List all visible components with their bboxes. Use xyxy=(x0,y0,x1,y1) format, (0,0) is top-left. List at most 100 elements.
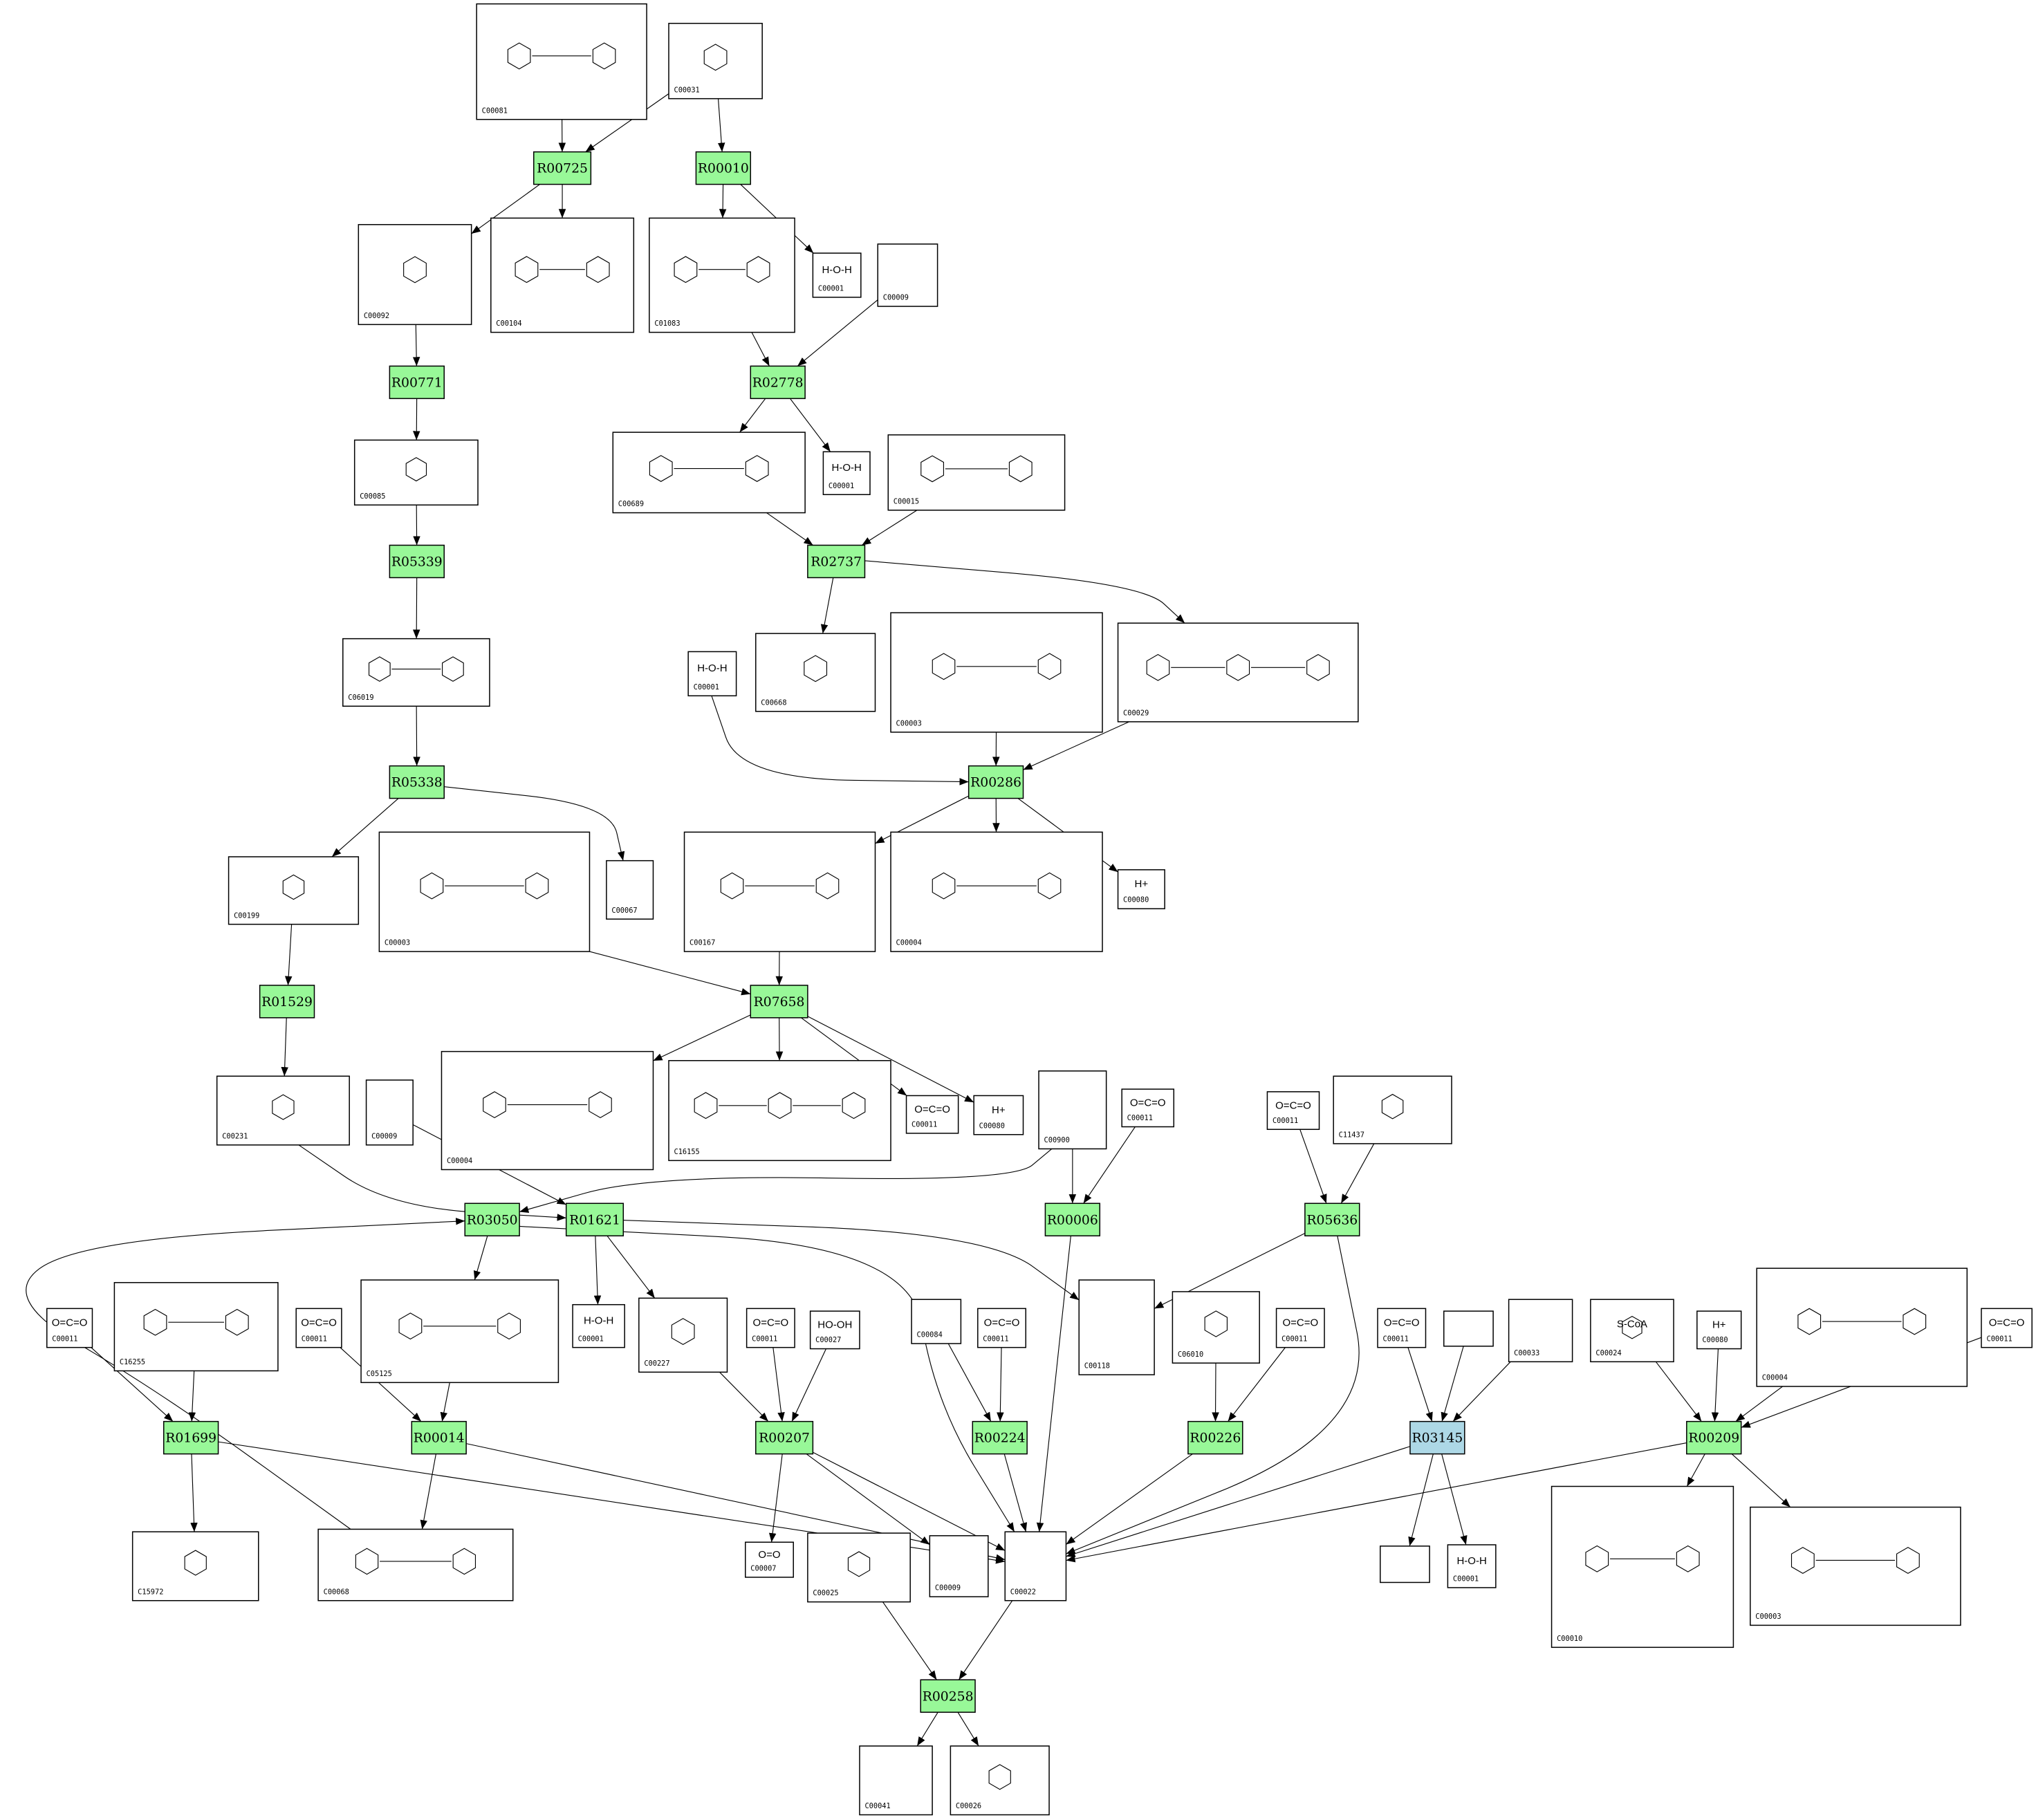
compound-formula: O=C=O xyxy=(753,1317,789,1329)
compound-node[interactable]: C00668 xyxy=(755,633,876,712)
compound-node[interactable]: C06019 xyxy=(342,638,490,707)
compound-id: C00011 xyxy=(1127,1114,1153,1122)
compound-node[interactable]: C11437 xyxy=(1333,1075,1452,1144)
compound-node[interactable]: H+C00080 xyxy=(1117,869,1165,909)
compound-node[interactable]: C00003 xyxy=(1750,1506,1961,1626)
compound-node[interactable]: C00004 xyxy=(441,1050,654,1171)
compound-node[interactable]: C00026 xyxy=(950,1745,1050,1816)
compound-node[interactable]: C00009 xyxy=(929,1535,989,1597)
compound-node[interactable]: C00004 xyxy=(890,831,1103,952)
compound-node[interactable]: C00092 xyxy=(358,224,472,326)
edge-R00207-to-C00022 xyxy=(813,1451,1006,1551)
reaction-node[interactable]: R00258 xyxy=(920,1679,976,1713)
reaction-node[interactable]: R00207 xyxy=(755,1420,814,1455)
reaction-node[interactable]: R01699 xyxy=(163,1420,219,1455)
compound-id: C00001 xyxy=(818,285,844,293)
compound-node[interactable]: C00022 xyxy=(1004,1531,1067,1601)
compound-node[interactable]: C00025 xyxy=(807,1532,911,1603)
compound-node[interactable]: C00031 xyxy=(668,23,763,100)
compound-id: C00067 xyxy=(611,907,637,915)
compound-node[interactable]: C00104 xyxy=(490,217,635,333)
compound-node[interactable]: C00067 xyxy=(606,860,654,920)
compound-node[interactable]: C01083 xyxy=(649,217,795,333)
compound-node[interactable]: C00167 xyxy=(683,831,876,952)
compound-node[interactable]: C00033 xyxy=(1508,1299,1573,1363)
compound-id: C00007 xyxy=(750,1565,776,1573)
compound-node[interactable]: C16255 xyxy=(113,1282,279,1372)
reaction-node[interactable]: R00771 xyxy=(389,365,445,400)
compound-node[interactable]: C00015 xyxy=(887,434,1066,511)
compound-node[interactable]: C00689 xyxy=(612,431,806,514)
reaction-node[interactable]: R00014 xyxy=(411,1420,467,1455)
reaction-node[interactable]: R02778 xyxy=(750,365,806,400)
reaction-node[interactable]: R00286 xyxy=(968,765,1024,799)
edge-C00900-to-R03050 xyxy=(519,1148,1053,1213)
compound-node[interactable]: C00084 xyxy=(911,1299,962,1344)
compound-node[interactable]: C00003 xyxy=(890,612,1103,733)
compound-node[interactable]: H+C00080 xyxy=(1696,1310,1742,1350)
edge-R07658-to-C00080b xyxy=(807,1016,974,1103)
reaction-node[interactable]: R01621 xyxy=(565,1202,624,1236)
compound-node[interactable]: C16155 xyxy=(668,1060,891,1162)
reaction-node[interactable]: R03050 xyxy=(464,1202,520,1236)
compound-node[interactable]: C00900 xyxy=(1038,1070,1107,1150)
reaction-node[interactable]: R00006 xyxy=(1044,1202,1101,1236)
compound-node[interactable]: C00029 xyxy=(1117,622,1359,723)
reaction-node[interactable]: R00224 xyxy=(972,1420,1028,1455)
compound-node[interactable]: C00010 xyxy=(1551,1485,1734,1649)
compound-id: C00011 xyxy=(52,1335,77,1343)
reaction-node[interactable]: R01529 xyxy=(259,985,315,1019)
compound-node[interactable]: C00118 xyxy=(1078,1279,1155,1375)
compound-node[interactable]: C00009 xyxy=(365,1079,414,1146)
compound-node[interactable]: C00009 xyxy=(877,243,938,307)
compound-node[interactable] xyxy=(1443,1310,1494,1347)
compound-node[interactable]: C00041 xyxy=(859,1745,933,1816)
reaction-node[interactable]: R03145 xyxy=(1409,1420,1465,1455)
compound-box xyxy=(1004,1531,1067,1601)
reaction-node[interactable]: R00725 xyxy=(533,151,592,185)
compound-node[interactable]: H+C00080 xyxy=(973,1095,1024,1135)
edge-C00001c-to-R00286 xyxy=(711,695,969,786)
compound-node[interactable]: C00003 xyxy=(378,831,591,952)
reaction-node[interactable]: R00226 xyxy=(1187,1420,1243,1455)
reaction-node[interactable]: R07658 xyxy=(750,985,808,1019)
compound-box xyxy=(360,1279,559,1384)
reaction-node[interactable]: R05339 xyxy=(389,544,445,579)
reaction-node[interactable]: R00010 xyxy=(695,151,752,185)
compound-node[interactable]: C00004 xyxy=(1756,1268,1968,1387)
compound-node[interactable]: C06010 xyxy=(1172,1291,1260,1364)
reaction-node[interactable]: R05636 xyxy=(1304,1202,1360,1236)
reaction-node[interactable]: R00209 xyxy=(1686,1420,1742,1455)
molecule-structure-icon xyxy=(804,655,828,682)
compound-node[interactable] xyxy=(1380,1545,1430,1584)
reaction-node[interactable]: R05338 xyxy=(389,765,445,799)
compound-node[interactable]: C05125 xyxy=(360,1279,559,1384)
compound-node[interactable]: C00081 xyxy=(476,3,647,120)
edge-R05338-to-C00067 xyxy=(443,786,625,861)
compound-node[interactable]: C00199 xyxy=(228,856,360,925)
compound-node[interactable]: C00068 xyxy=(317,1528,514,1601)
compound-node[interactable]: C00085 xyxy=(353,439,479,506)
reaction-node[interactable]: R02737 xyxy=(807,544,866,579)
compound-node[interactable]: C15972 xyxy=(131,1531,259,1601)
compound-node[interactable]: C00231 xyxy=(216,1075,350,1146)
compound-node[interactable]: C00227 xyxy=(638,1297,728,1373)
